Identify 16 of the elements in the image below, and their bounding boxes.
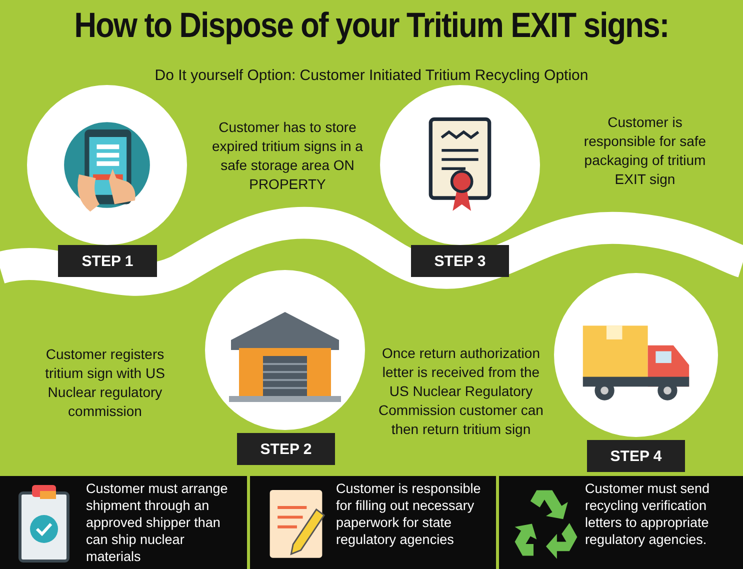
panel-text: Customer must send recycling verification letters to appropriate regulatory agencies. — [585, 480, 711, 548]
step-description: Customer registers tritium sign with US Nuclear regulatory commission — [44, 345, 166, 421]
step-label: STEP 1 — [58, 245, 157, 277]
subtitle: Do It yourself Option: Customer Initiated Tritium Recycling Option — [154, 66, 590, 85]
info-panel — [499, 476, 743, 569]
step-label: STEP 3 — [411, 245, 509, 277]
step-label: STEP 2 — [237, 433, 335, 465]
step-description: Once return authorization letter is received from the US Nuclear Regulatory Commission customer can then return tritium sign — [378, 344, 544, 439]
info-panel — [250, 476, 496, 569]
panel-text: Customer must arrange shipment through an approved shipper than can ship nuclear materials — [86, 480, 229, 565]
step-description: Customer has to store expired tritium signs in a safe storage area ON PROPERTY — [211, 118, 364, 194]
info-panel — [0, 476, 247, 569]
step-description: Customer is responsible for safe packaging of tritium EXIT sign — [582, 113, 708, 189]
panel-text: Customer is responsible for filling out necessary paperwork for state regulatory agencies — [336, 480, 482, 548]
step-label: STEP 4 — [587, 440, 685, 472]
title: How to Dispose of your Tritium EXIT signs: — [73, 6, 670, 46]
